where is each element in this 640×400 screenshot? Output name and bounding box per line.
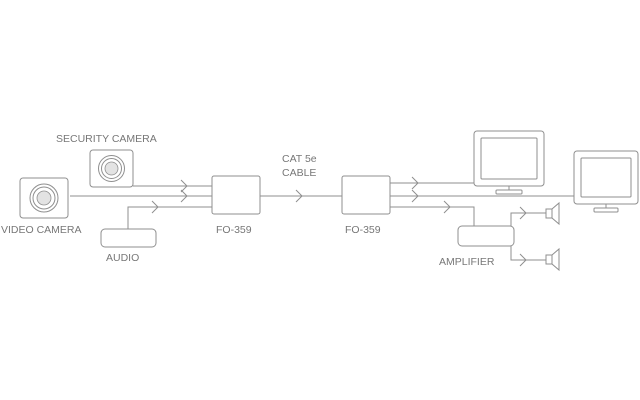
receiver-label: FO-359 xyxy=(345,224,381,236)
receiver-fo359-box xyxy=(341,175,391,215)
security-camera-icon xyxy=(89,149,134,188)
audio-label: AUDIO xyxy=(106,252,139,264)
video-camera-label: VIDEO CAMERA xyxy=(1,224,82,236)
wire-amplifier-to-speaker-1 xyxy=(510,212,548,232)
cable-label-line-2: CABLE xyxy=(282,167,316,179)
arrow-cable xyxy=(295,189,303,203)
speaker-2-icon xyxy=(545,247,560,272)
monitor-1-icon xyxy=(473,130,545,195)
monitor-2-icon xyxy=(573,150,639,213)
transmitter-fo359-box xyxy=(211,175,261,215)
arrow-video xyxy=(180,189,188,203)
audio-device xyxy=(100,228,157,248)
arrow-monitor-2 xyxy=(411,189,419,203)
amplifier-label: AMPLIFIER xyxy=(439,256,495,268)
transmitter-label: FO-359 xyxy=(216,224,252,236)
wire-audio-to-transmitter xyxy=(127,206,212,229)
arrow-speaker-2 xyxy=(519,253,527,267)
arrow-amplifier xyxy=(443,200,451,214)
video-camera-icon xyxy=(19,177,69,219)
security-camera-label: SECURITY CAMERA xyxy=(56,133,157,145)
arrow-security xyxy=(180,179,188,193)
arrow-audio xyxy=(151,200,159,214)
cable-label-line-1: CAT 5e xyxy=(282,153,317,165)
speaker-1-icon xyxy=(545,201,560,226)
wire-receiver-to-amplifier xyxy=(390,206,475,226)
wire-amplifier-to-speaker-2 xyxy=(510,246,548,261)
arrow-speaker-1 xyxy=(519,206,527,220)
amplifier-box xyxy=(457,225,515,247)
arrow-monitor-1 xyxy=(411,176,419,190)
